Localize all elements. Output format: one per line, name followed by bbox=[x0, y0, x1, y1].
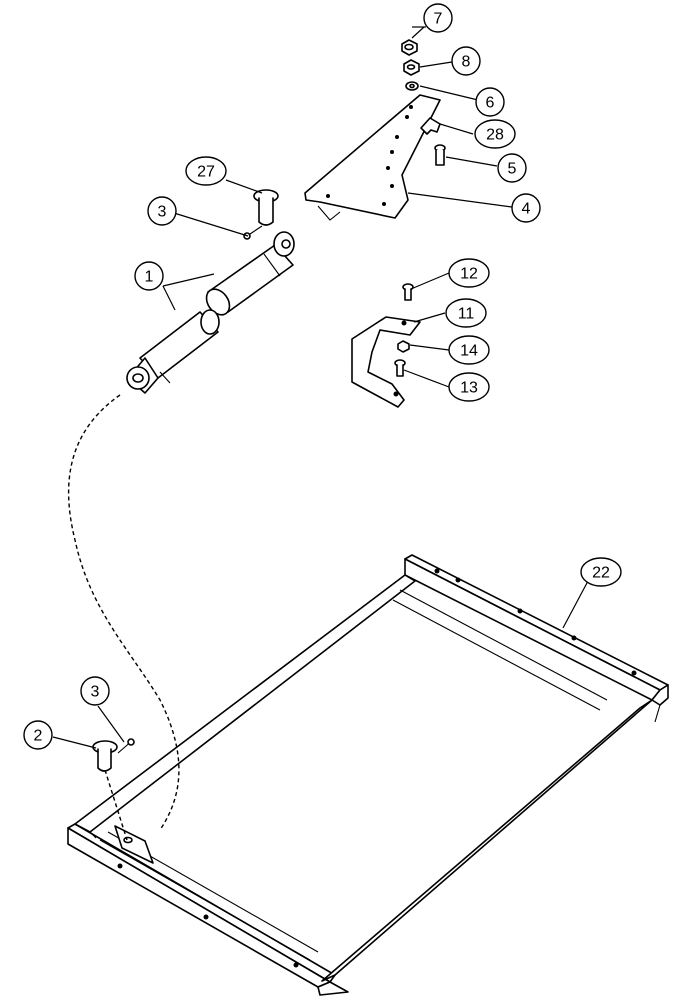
leader-lines bbox=[52, 26, 589, 749]
callout-28-label: 28 bbox=[486, 127, 504, 144]
callout-3-top: 3 bbox=[147, 196, 177, 226]
cotter-pin-bottom bbox=[117, 738, 135, 754]
callout-11: 11 bbox=[445, 298, 487, 328]
clevis-pin-bottom bbox=[92, 740, 118, 772]
callout-5: 5 bbox=[497, 153, 527, 183]
support-bracket bbox=[351, 316, 421, 408]
hydraulic-cylinder-upper bbox=[205, 231, 295, 316]
callout-27: 27 bbox=[185, 156, 227, 186]
callout-7: 7 bbox=[423, 3, 453, 33]
callout-22-label: 22 bbox=[592, 565, 610, 582]
hydraulic-cylinder-lower bbox=[126, 309, 220, 394]
cotter-pin-top bbox=[243, 225, 263, 240]
callout-1: 1 bbox=[134, 261, 164, 291]
mounting-bracket bbox=[304, 94, 441, 221]
callout-3-top-label: 3 bbox=[158, 204, 167, 221]
callout-27-label: 27 bbox=[197, 164, 215, 181]
callout-3-bottom: 3 bbox=[80, 676, 110, 706]
callout-4-label: 4 bbox=[522, 201, 531, 218]
callout-7-label: 7 bbox=[434, 11, 443, 28]
callout-12-label: 12 bbox=[460, 266, 478, 283]
hydraulic-hose bbox=[67, 394, 180, 831]
callout-28: 28 bbox=[474, 119, 516, 149]
callout-14-label: 14 bbox=[460, 343, 478, 360]
bolt-13 bbox=[394, 359, 406, 377]
clevis-pin-top bbox=[253, 189, 279, 226]
clip-28 bbox=[420, 117, 441, 135]
frame-assembly bbox=[67, 554, 669, 996]
bolt-12 bbox=[402, 283, 414, 301]
nut-7 bbox=[401, 39, 418, 56]
locknut-8 bbox=[403, 59, 420, 76]
callout-11-label: 11 bbox=[458, 306, 475, 323]
callout-12: 12 bbox=[448, 258, 490, 288]
callout-2: 2 bbox=[23, 720, 53, 750]
washer-6 bbox=[405, 81, 419, 91]
callout-14: 14 bbox=[448, 335, 490, 365]
bolt-5 bbox=[434, 144, 446, 166]
callout-6: 6 bbox=[475, 87, 505, 117]
callout-8: 8 bbox=[451, 46, 481, 76]
callout-8-label: 8 bbox=[462, 54, 471, 71]
callout-22: 22 bbox=[580, 557, 622, 587]
callout-6-label: 6 bbox=[486, 95, 495, 112]
callout-1-label: 1 bbox=[145, 269, 154, 286]
callout-13-label: 13 bbox=[460, 380, 478, 397]
callout-2-label: 2 bbox=[34, 728, 43, 745]
callout-3-bottom-label: 3 bbox=[91, 684, 100, 701]
callout-5-label: 5 bbox=[508, 161, 517, 178]
nut-14 bbox=[397, 340, 410, 353]
callout-4: 4 bbox=[511, 193, 541, 223]
callout-13: 13 bbox=[448, 372, 490, 402]
